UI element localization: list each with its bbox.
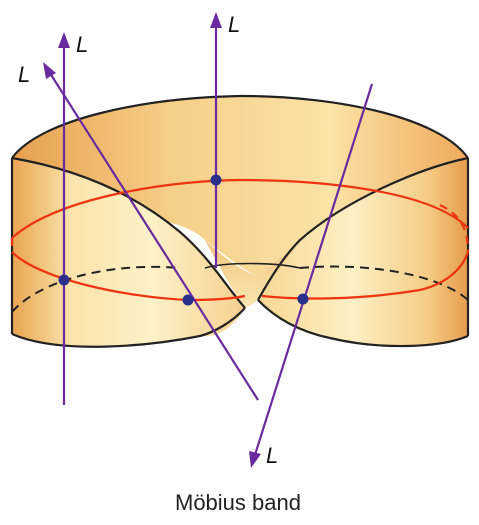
label-l-right-diagonal: L bbox=[266, 443, 278, 468]
band-hidden-edge-left bbox=[11, 265, 181, 313]
core-circle-front-right bbox=[261, 251, 470, 300]
line-l-right-diagonal bbox=[249, 83, 374, 468]
point-right bbox=[297, 293, 309, 305]
line-l-center-vertical bbox=[210, 12, 222, 268]
core-circle-hidden-right bbox=[439, 204, 470, 253]
band-left-upper-outline bbox=[11, 156, 246, 309]
band-inner-hole-edge bbox=[204, 262, 301, 269]
label-l-left-vertical: L bbox=[76, 32, 88, 57]
band-twist-surface bbox=[205, 240, 300, 308]
line-l-diagonal bbox=[43, 62, 259, 401]
band-right-bottom-outline bbox=[257, 299, 469, 348]
band-left-bottom-outline bbox=[11, 307, 246, 348]
point-center-top bbox=[210, 174, 222, 186]
point-left bbox=[58, 274, 70, 286]
label-l-diagonal: L bbox=[18, 62, 30, 87]
point-center-low bbox=[182, 294, 194, 306]
label-l-center-vertical: L bbox=[228, 12, 240, 37]
band-top-rim bbox=[11, 94, 469, 159]
line-l-left-vertical bbox=[58, 32, 70, 405]
band-right-upper-outline bbox=[257, 156, 469, 301]
core-circle-back bbox=[11, 178, 469, 239]
caption: Möbius band bbox=[175, 490, 301, 515]
core-circle-front-left bbox=[11, 251, 246, 302]
